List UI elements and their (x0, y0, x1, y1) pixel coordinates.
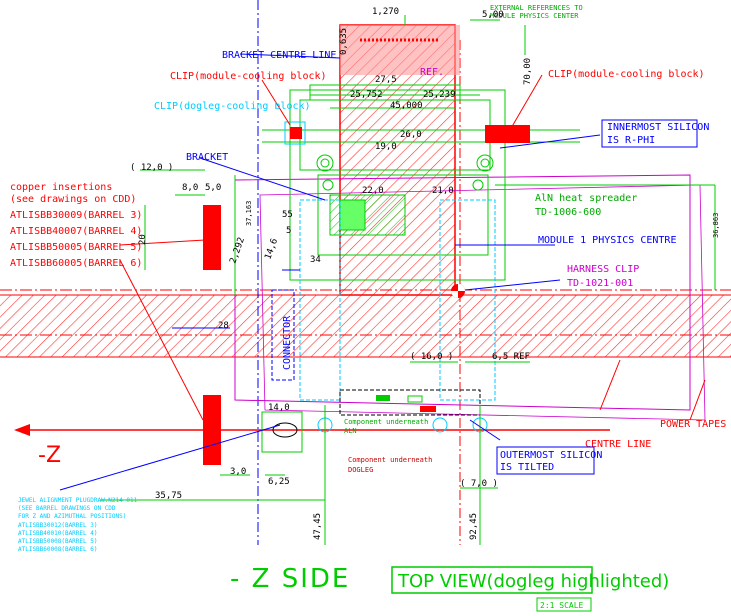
module-centre-label: MODULE 1 PHYSICS CENTRE (538, 235, 676, 246)
title-view: TOP VIEW(dogleg highlighted) (397, 571, 669, 592)
dim-5-0: 5,0 (205, 183, 221, 193)
copper-label-1: copper insertions (10, 182, 112, 193)
copper-insertions (203, 205, 221, 465)
z-axis-arrow (14, 424, 610, 436)
clip-mcb-right-label: CLIP(module-cooling block) (548, 69, 705, 80)
dim-3-0: 3,0 (230, 467, 246, 477)
physics-centre-marker (451, 284, 465, 298)
comp-dogleg-2: DOGLEG (348, 466, 373, 474)
dim-5-00: 5,00 (482, 10, 504, 20)
external-ref-1: EXTERNAL REFERENCES TO (490, 4, 583, 12)
connector-label: CONNECTOR (282, 315, 293, 370)
copper-label-2: (see drawings on CDD) (10, 194, 136, 205)
dim-35-75: 35,75 (155, 491, 182, 501)
comp-dogleg-1: Component underneath (348, 456, 432, 464)
power-tapes-label: POWER TAPES (660, 419, 726, 430)
dim-8-0: 8,0 (182, 183, 198, 193)
dim-55: 55 (282, 210, 293, 220)
dim-25-752: 25,752 (350, 90, 383, 100)
title-view-box (391, 566, 593, 594)
module-outline (234, 174, 706, 421)
dim-20: 20 (138, 234, 148, 245)
power-tape-hatched-band (0, 294, 731, 358)
jewel-barrel-4: ATLISBB40010(BARREL 4) (18, 530, 97, 537)
copper-barrel-3: ATLISBB30009(BARREL 3) (10, 210, 142, 221)
dim-47-45: 47,45 (313, 513, 323, 540)
title-side: - Z SIDE (230, 564, 350, 594)
dim-6-5-ref: 6,5 REF (492, 352, 530, 362)
innermost-label-1: INNERMOST SILICON (607, 122, 709, 133)
red-leaders (119, 74, 706, 421)
dogleg-top-connector (340, 25, 460, 75)
dim-7-0: ( 7,0 ) (460, 479, 498, 489)
dim-37-163: 37,163 (245, 201, 253, 226)
dim-36-863: 36,863 (712, 213, 720, 238)
minus-z-label: -Z (38, 443, 61, 468)
comp-aln-2: ALN (344, 427, 357, 435)
dim-6-25: 6,25 (268, 477, 290, 487)
centre-line-label: CENTRE LINE (585, 439, 651, 450)
jewel-barrel-3: ATLISBB30012(BARREL 3) (18, 522, 97, 529)
ref-label: REF. (420, 67, 444, 78)
dim-0-635: 0,635 (339, 28, 349, 55)
dim-14-6: 14,6 (263, 237, 280, 261)
clip-mcb-left-block (290, 127, 302, 139)
jewel-label-3: FOR Z AND AZIMUTHAL POSITIONS) (18, 513, 126, 520)
jewel-barrel-5: ATLISBB50008(BARREL 5) (18, 538, 97, 545)
leader-lines (59, 53, 601, 491)
dim-12-0: ( 12,0 ) (130, 163, 173, 173)
innermost-label-2: IS R-PHI (607, 135, 655, 146)
harness-label-1: HARNESS CLIP (567, 264, 639, 275)
dim-5: 5 (286, 226, 291, 236)
dim-28: 28 (218, 321, 229, 331)
dim-1-270: 1,270 (372, 7, 399, 17)
dim-14-0: 14,0 (268, 403, 290, 413)
copper-barrel-5: ATLISBB50005(BARREL 5) (10, 242, 142, 253)
harness-label-2: TD-1021-001 (567, 278, 633, 289)
jewel-barrel-6: ATLISBB60008(BARREL 6) (18, 546, 97, 553)
external-ref-2: MODULE PHYSICS CENTER (490, 12, 579, 20)
lower-components (261, 389, 481, 453)
jewel-label-1: JEWEL ALIGNMENT PLUGDRAW.N214-011 (18, 497, 138, 504)
title-block: - Z SIDE TOP VIEW(dogleg highlighted) 2:… (230, 564, 669, 612)
dim-92-45: 92,45 (469, 513, 479, 540)
dim-22-0: 22,0 (362, 186, 384, 196)
connector-box (271, 289, 295, 381)
clip-mcb-left-label: CLIP(module-cooling block) (170, 71, 327, 82)
dim-70-00: 70,00 (523, 58, 533, 85)
aln-label-1: AlN heat spreader (535, 193, 637, 204)
dim-45-000: 45,000 (390, 101, 423, 111)
jewel-label-2: (SEE BARREL DRAWINGS ON CDD (18, 505, 116, 512)
dim-2-292: 2,292 (228, 236, 247, 265)
bracket-structure (262, 84, 580, 281)
scale-box (536, 597, 592, 612)
dim-16-0: ( 16,0 ) (410, 352, 453, 362)
bracket-centre-line-label: BRACKET CENTRE LINE (222, 50, 336, 61)
clip-dogleg-label: CLIP(dogleg-cooling block) (154, 101, 311, 112)
outermost-label-2: IS TILTED (500, 462, 554, 473)
dim-27-5: 27,5 (375, 75, 397, 85)
dim-21-0: 21,0 (432, 186, 454, 196)
clip-mcb-right-block (485, 125, 530, 143)
dim-25-239: 25,239 (423, 90, 456, 100)
outermost-label-1: OUTERMOST SILICON (500, 450, 602, 461)
dim-19-0: 19,0 (375, 142, 397, 152)
innermost-box (601, 119, 698, 148)
dim-34: 34 (310, 255, 321, 265)
dimension-lines (100, 15, 716, 545)
copper-barrel-6: ATLISBB60005(BARREL 6) (10, 258, 142, 269)
outermost-box (496, 446, 595, 475)
aln-label-2: TD-1006-600 (535, 207, 601, 218)
comp-aln-1: Component underneath (344, 418, 428, 426)
dim-26-0: 26,0 (400, 130, 422, 140)
bracket-label: BRACKET (186, 152, 228, 163)
scale-label: 2:1 SCALE (540, 601, 584, 610)
copper-barrel-4: ATLISBB40007(BARREL 4) (10, 226, 142, 237)
